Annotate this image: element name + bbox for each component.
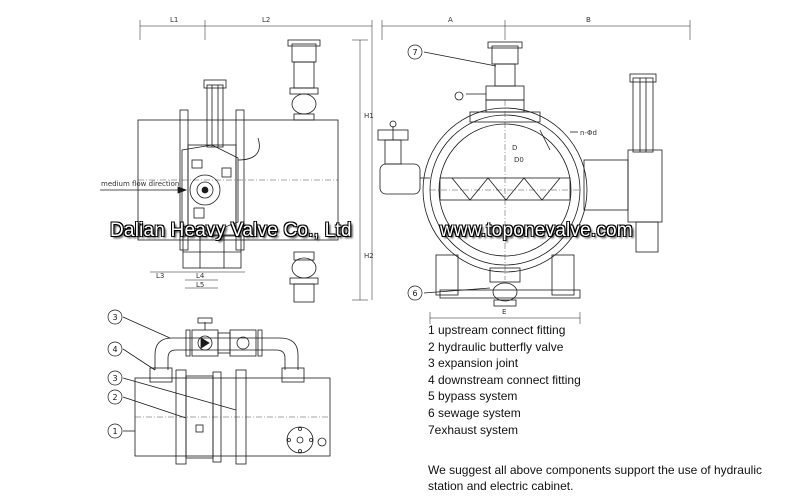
legend-item-7: 7exhaust system xyxy=(428,422,519,437)
legend-item-5: 5 bypass system xyxy=(428,389,518,404)
front-view xyxy=(377,20,691,324)
callout-1: 1 xyxy=(112,427,117,436)
callout-2: 2 xyxy=(112,393,117,402)
callout-6: 6 xyxy=(412,289,417,298)
dim-n-phid: n-Φd xyxy=(580,129,597,137)
dim-l2: L2 xyxy=(262,16,270,24)
dim-l5: L5 xyxy=(196,281,204,289)
suggestion-note: We suggest all above components support … xyxy=(428,463,762,493)
callout-4: 4 xyxy=(112,345,117,354)
dim-e: E xyxy=(502,308,506,316)
dim-a: A xyxy=(448,16,453,24)
callout-3-top: 3 xyxy=(112,313,117,322)
dim-h1: H1 xyxy=(364,112,374,120)
dim-b: B xyxy=(586,16,591,24)
dim-h2: H2 xyxy=(364,252,374,260)
side-view xyxy=(100,20,373,303)
dim-d: D xyxy=(512,144,517,152)
callout-7: 7 xyxy=(412,48,417,57)
dim-l3: L3 xyxy=(156,272,164,280)
legend-item-6: 6 sewage system xyxy=(428,405,521,420)
dim-d0: D0 xyxy=(514,156,524,164)
legend-item-3: 3 expansion joint xyxy=(428,356,519,371)
website-watermark: www.toponevalve.com xyxy=(440,220,633,241)
dim-l4: L4 xyxy=(196,272,205,280)
flow-direction-label: medium flow direction xyxy=(101,180,179,188)
legend-item-1: 1 upstream connect fitting xyxy=(428,323,566,337)
pipeline-assembly-view xyxy=(122,316,331,465)
component-legend: 1 upstream connect fitting 2 hydraulic b… xyxy=(428,322,778,438)
company-watermark: Dalian Heavy Valve Co., Ltd xyxy=(110,220,352,241)
dim-l1: L1 xyxy=(170,16,178,24)
legend-item-4: 4 downstream connect fitting xyxy=(428,372,581,387)
callout-3-bottom: 3 xyxy=(112,374,117,383)
legend-item-2: 2 hydraulic butterfly valve xyxy=(428,339,564,354)
